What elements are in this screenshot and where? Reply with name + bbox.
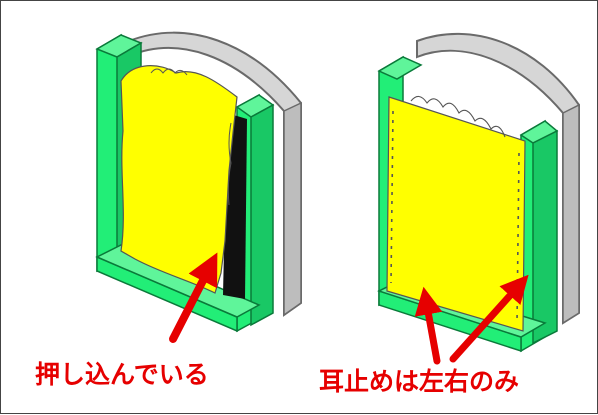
- left-insulation-batt: [120, 65, 238, 294]
- right-arrow-right: [449, 274, 529, 363]
- right-insulation-batt: [386, 96, 526, 332]
- right-wall-panel: [377, 32, 580, 353]
- left-caption: 押し込んでいる: [35, 360, 209, 389]
- left-wall-panel: [95, 31, 302, 333]
- left-arrow: [169, 252, 218, 343]
- right-caption: 耳止めは左右のみ: [319, 367, 519, 396]
- left-wall-board-edge: [283, 101, 302, 317]
- right-arrow-left: [414, 286, 443, 365]
